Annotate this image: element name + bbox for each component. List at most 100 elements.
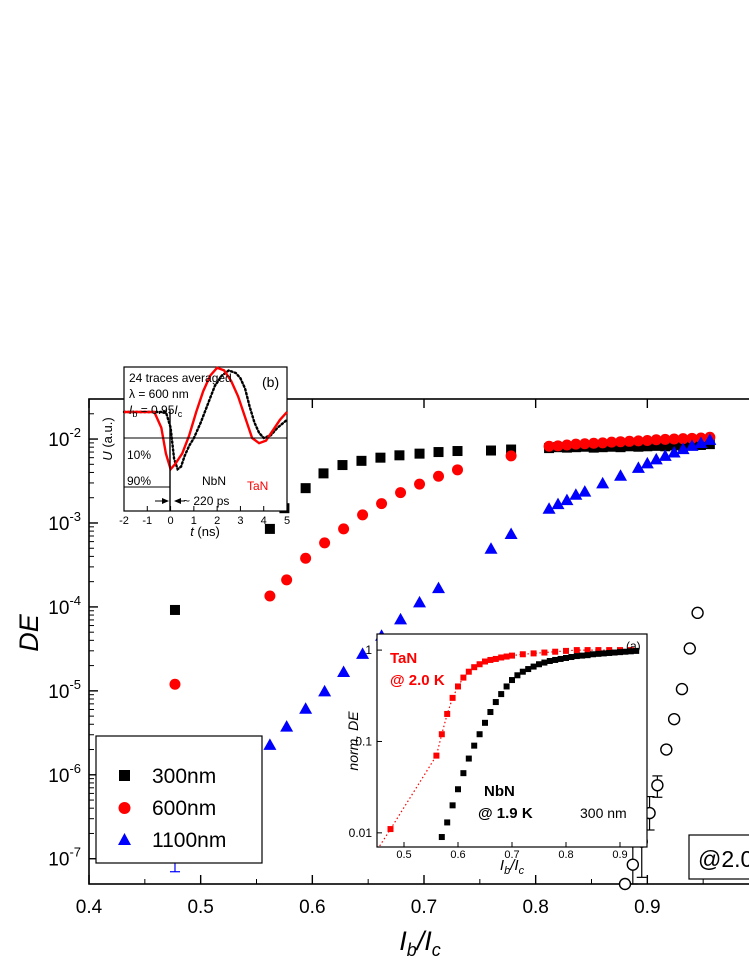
data-point-1100nm xyxy=(542,502,556,514)
data-point-600nm xyxy=(623,435,635,447)
main-y-axis: 10-710-610-510-410-310-2 xyxy=(48,398,98,871)
data-point-300nm xyxy=(394,450,405,461)
data-point-open xyxy=(626,858,640,871)
inset-a-point-nbn xyxy=(536,661,542,668)
inset-a-point-tan xyxy=(541,649,548,656)
legend-marker-600nm xyxy=(118,802,131,814)
inset-b-label-10: 10% xyxy=(127,448,151,462)
inset-b-trace-tan xyxy=(124,366,288,472)
main-y-tick-label: 10-3 xyxy=(48,509,81,535)
data-point-1100nm xyxy=(596,476,610,489)
inset-a-point-nbn xyxy=(471,742,478,749)
inset-a-point-nbn xyxy=(514,672,521,679)
inset-b-y-axis-title: U (a.u.) xyxy=(100,417,115,460)
inset-b-trace-nbn xyxy=(122,369,289,472)
inset-a-point-tan xyxy=(433,752,440,759)
inset-a-point-nbn xyxy=(482,719,488,726)
legend-label-1100nm: 1100nm xyxy=(152,829,226,852)
data-point-1100nm xyxy=(685,439,699,451)
data-point-1100nm xyxy=(560,493,574,506)
data-point-300nm xyxy=(169,604,180,615)
data-point-open xyxy=(683,642,696,655)
inset-b-x-tick-label: 1 xyxy=(191,515,197,527)
inset-a-point-tan xyxy=(455,683,461,690)
inset-a-point-tan xyxy=(487,656,494,663)
main-y-tick-label: 10-6 xyxy=(48,761,81,787)
data-point-1100nm xyxy=(578,485,592,497)
main-y-tick-label: 10-4 xyxy=(48,593,81,619)
data-point-1100nm xyxy=(614,469,628,481)
inset-a-label-wavelength: 300 nm xyxy=(580,805,627,821)
data-point-600nm xyxy=(300,552,312,564)
data-point-1100nm xyxy=(676,442,690,455)
inset-a-y-tick-label: 0.1 xyxy=(355,734,372,748)
data-point-600nm xyxy=(357,509,369,521)
inset-a-point-nbn xyxy=(525,666,532,673)
inset-a-point-tan xyxy=(552,648,559,655)
inset-a-label-nbn: NbN xyxy=(484,783,515,800)
inset-a-point-nbn xyxy=(476,731,483,738)
data-point-600nm xyxy=(338,523,350,535)
main-x-tick-label: 0.9 xyxy=(634,897,660,918)
inset-a-point-nbn xyxy=(600,650,607,657)
inset-a-x-tick-label: 0.7 xyxy=(504,849,519,861)
inset-a-point-tan xyxy=(471,664,478,671)
inset-b-x-tick-label: 2 xyxy=(214,515,220,527)
inset-a-point-tan xyxy=(449,694,456,701)
inset-a-label-tan: TaN xyxy=(390,650,417,667)
data-point-600nm xyxy=(641,435,653,447)
data-point-600nm xyxy=(588,437,600,449)
inset-a-point-nbn xyxy=(552,656,559,663)
inset-a-point-nbn xyxy=(444,819,451,826)
data-point-600nm xyxy=(376,498,388,510)
inset-b-x-axis-title: t (ns) xyxy=(190,524,220,539)
inset-a-point-tan xyxy=(482,658,488,665)
inset-a-point-tan xyxy=(492,655,499,662)
data-point-600nm xyxy=(632,435,644,447)
data-point-300nm xyxy=(337,460,348,471)
inset-a-point-tan xyxy=(503,653,510,660)
inset-a-point-nbn xyxy=(557,655,564,662)
inset-a-point-nbn xyxy=(595,650,602,657)
data-point-open xyxy=(651,779,664,792)
inset-b-panel-label: (b) xyxy=(262,374,279,390)
data-point-600nm xyxy=(668,433,680,445)
inset-a-point-nbn xyxy=(503,683,510,690)
temperature-annotation-box xyxy=(688,834,749,880)
inset-a-point-nbn xyxy=(622,648,629,655)
inset-a-point-tan xyxy=(519,651,526,658)
data-point-300nm xyxy=(375,452,386,463)
data-point-open xyxy=(691,606,704,620)
inset-b-x-tick-label: -2 xyxy=(119,515,129,527)
data-point-600nm xyxy=(452,464,463,476)
inset-a-point-tan xyxy=(595,647,602,654)
data-point-300nm xyxy=(633,441,644,452)
inset-a-point-nbn xyxy=(606,649,613,656)
data-point-600nm xyxy=(597,437,609,449)
data-point-600nm xyxy=(570,438,582,450)
data-point-600nm xyxy=(579,438,591,450)
data-point-300nm xyxy=(318,468,329,479)
inset-b-note-bias: Ib = 0.95Ic xyxy=(129,403,183,419)
inset-a-point-tan xyxy=(465,668,472,675)
data-point-600nm xyxy=(543,440,555,452)
legend-marker-1100nm xyxy=(118,833,131,845)
main-x-tick-label: 0.7 xyxy=(411,897,437,918)
main-y-axis-title: DE xyxy=(14,613,44,651)
data-point-600nm xyxy=(169,678,181,690)
data-point-600nm xyxy=(615,436,627,448)
legend-label-300nm: 300nm xyxy=(152,765,216,788)
inset-a-point-nbn xyxy=(498,691,505,698)
temperature-annotation: @2.0 xyxy=(698,846,749,872)
inset-a-point-nbn xyxy=(438,834,445,841)
data-point-300nm xyxy=(414,448,425,459)
data-point-300nm xyxy=(506,444,517,455)
inset-a-point-tan xyxy=(573,647,580,654)
legend: 300nm 600nm 1100nm xyxy=(95,735,263,864)
